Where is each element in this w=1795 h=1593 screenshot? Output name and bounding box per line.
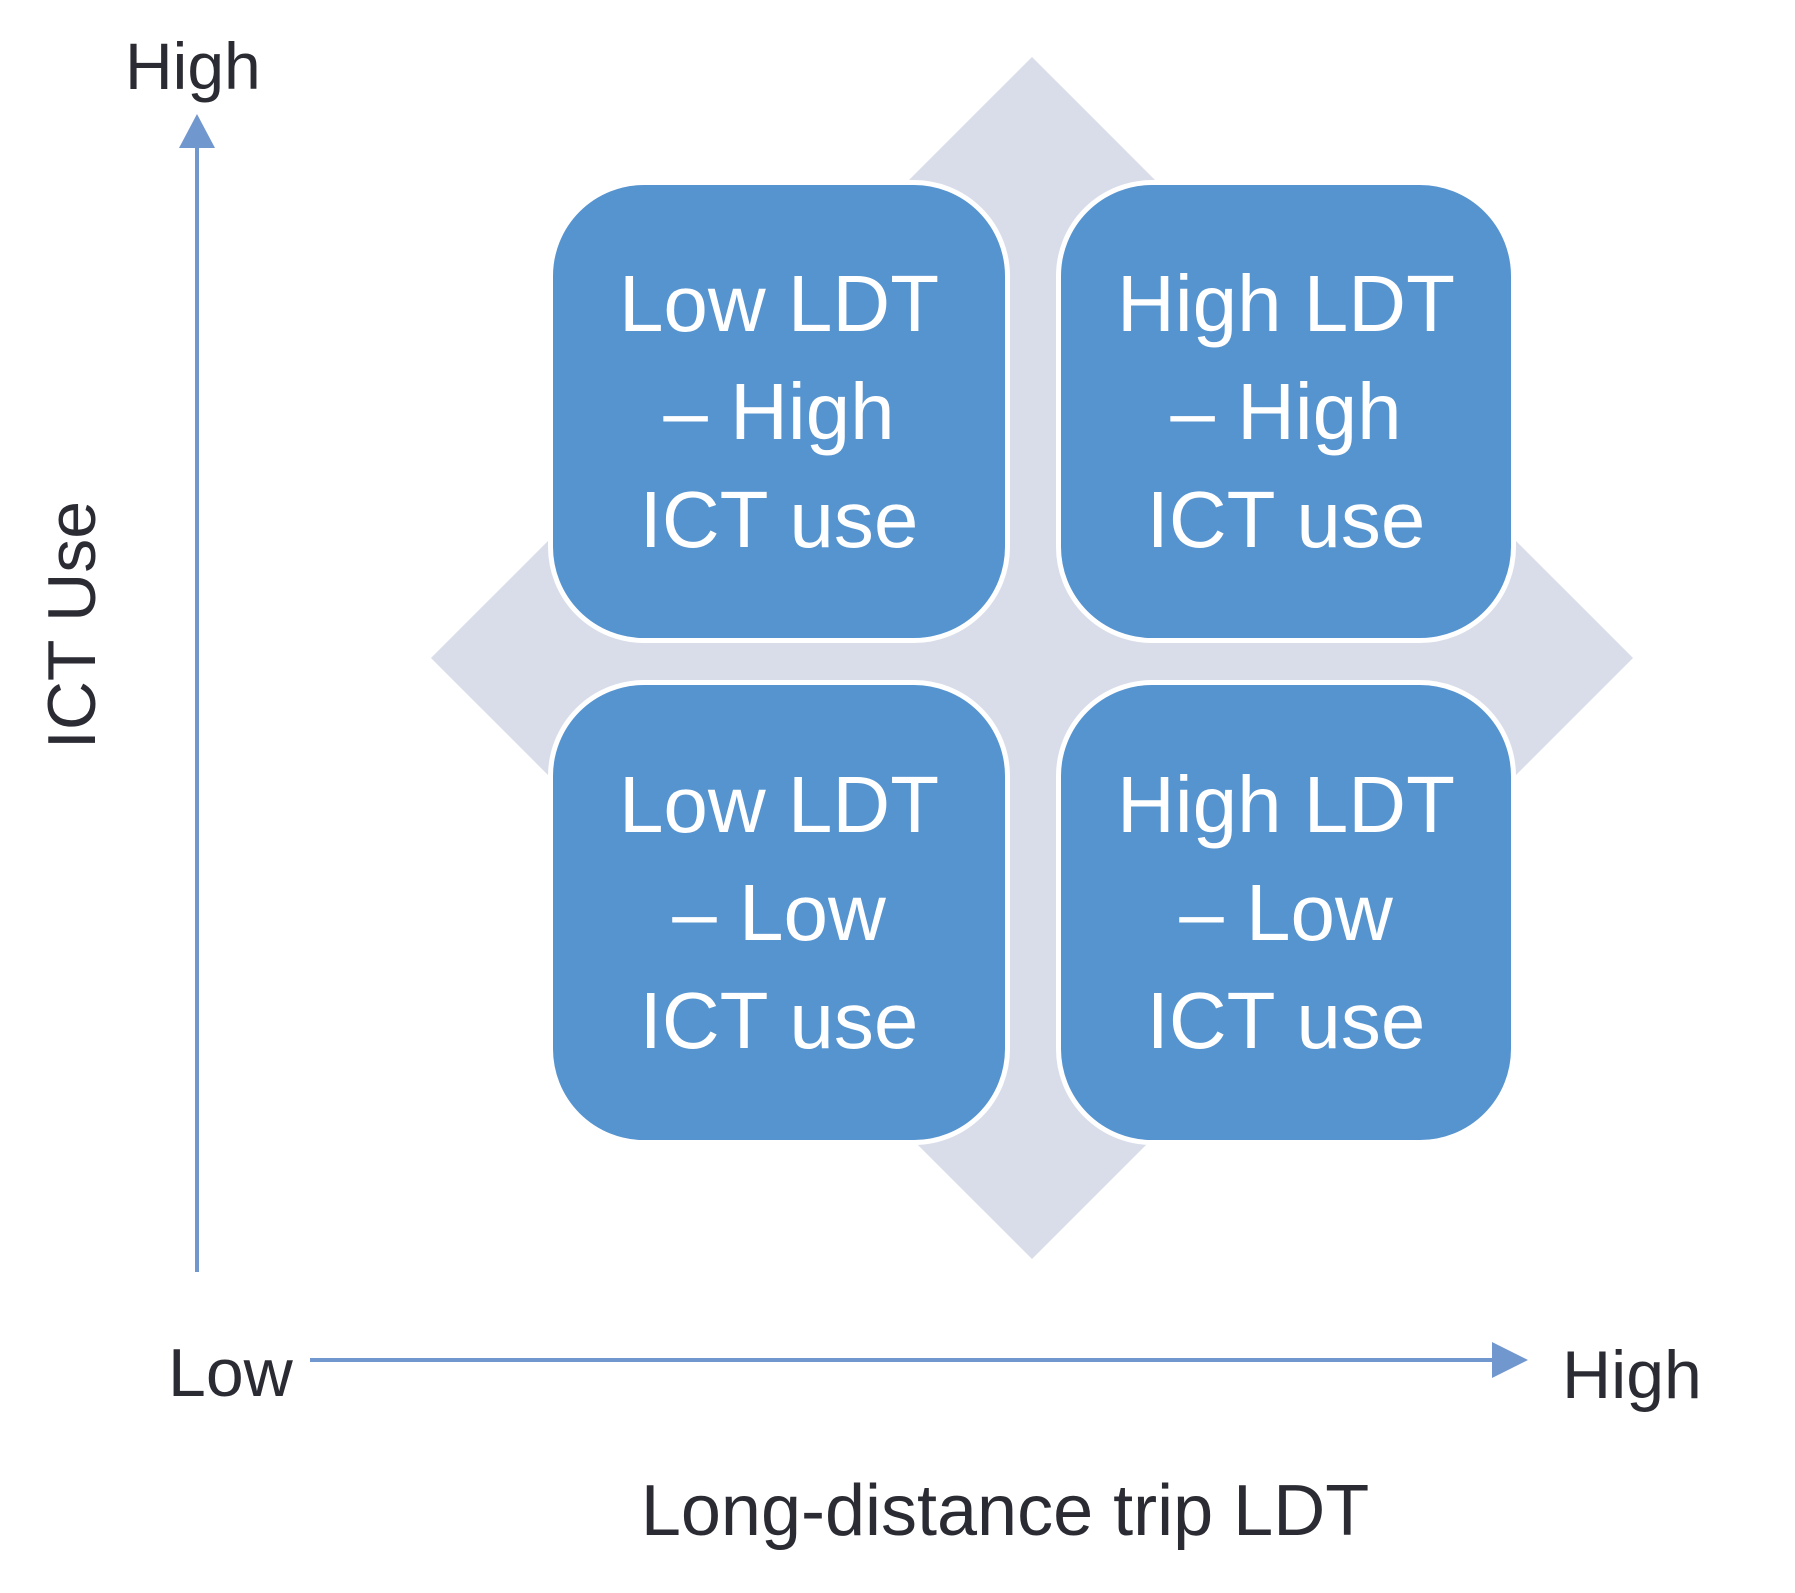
y-axis-line bbox=[195, 140, 199, 1272]
quadrant-text-line: High LDT bbox=[1117, 258, 1455, 348]
quadrant-text-line: High LDT bbox=[1117, 759, 1455, 849]
quadrant-text-line: ICT use bbox=[639, 474, 919, 564]
x-axis-high-label: High bbox=[1562, 1337, 1702, 1413]
quadrant-text-line: – High bbox=[663, 366, 895, 456]
y-axis-title: ICT Use bbox=[34, 500, 110, 750]
quadrant-high-ldt-high-ict: High LDT – High ICT use bbox=[1056, 180, 1516, 643]
x-axis-low-label: Low bbox=[168, 1335, 293, 1411]
quadrant-text-line: Low LDT bbox=[618, 258, 940, 348]
y-axis-high-label: High bbox=[125, 29, 261, 103]
quadrant-text-line: ICT use bbox=[1146, 474, 1426, 564]
quadrant-text-line: ICT use bbox=[1146, 975, 1426, 1065]
x-axis-line bbox=[310, 1358, 1494, 1362]
x-axis-arrowhead-icon bbox=[1492, 1342, 1528, 1378]
quadrant-low-ldt-low-ict: Low LDT – Low ICT use bbox=[548, 680, 1010, 1145]
quadrant-text-line: Low LDT bbox=[618, 759, 940, 849]
y-axis-arrowhead-icon bbox=[179, 114, 215, 148]
quadrant-text-line: ICT use bbox=[639, 975, 919, 1065]
quadrant-text-line: – High bbox=[1170, 366, 1402, 456]
quadrant-text-line: – Low bbox=[1179, 867, 1393, 957]
x-axis-title: Long-distance trip LDT bbox=[640, 1471, 1370, 1551]
quadrant-low-ldt-high-ict: Low LDT – High ICT use bbox=[548, 180, 1010, 643]
quadrant-high-ldt-low-ict: High LDT – Low ICT use bbox=[1056, 680, 1516, 1145]
quadrant-text-line: – Low bbox=[672, 867, 886, 957]
